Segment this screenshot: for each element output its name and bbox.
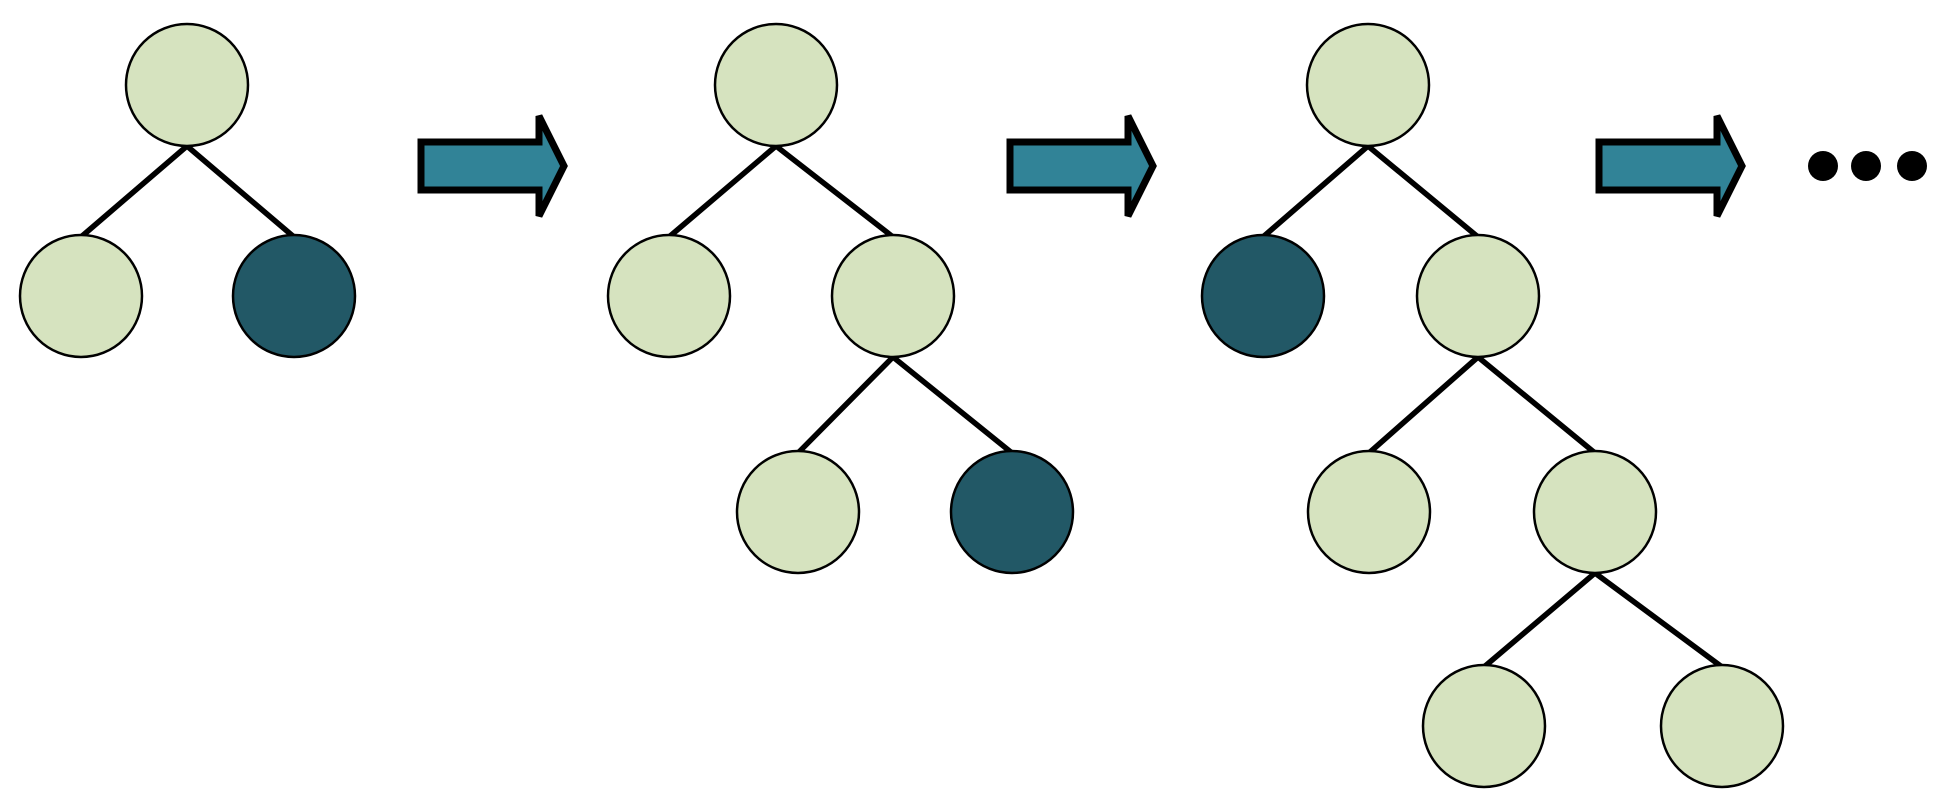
ellipsis-dot — [1851, 151, 1881, 181]
right-arrow-icon — [417, 114, 568, 218]
ellipsis-icon — [1808, 151, 1927, 181]
nodes-layer — [18, 22, 1785, 789]
tree-edge — [666, 143, 779, 240]
tree-node — [735, 449, 861, 575]
tree-edge — [1260, 143, 1371, 240]
tree-edge — [1366, 354, 1481, 456]
ellipsis-dot — [1897, 151, 1927, 181]
tree-node — [1532, 449, 1658, 575]
tree-edge — [1481, 570, 1598, 670]
tree-node — [713, 22, 839, 148]
tree-node — [1415, 233, 1541, 359]
edges-layer — [78, 143, 1725, 670]
ellipsis-dot — [1808, 151, 1838, 181]
tree-edge — [773, 143, 896, 240]
right-arrow-icon — [1006, 114, 1157, 218]
tree-edge — [795, 354, 896, 456]
right-arrow-icon — [1595, 114, 1746, 218]
tree-edge — [1365, 143, 1481, 240]
tree-node — [606, 233, 732, 359]
tree-edge — [1592, 570, 1725, 670]
tree-node-highlighted — [1200, 233, 1326, 359]
tree-node — [1305, 22, 1431, 148]
tree-node — [830, 233, 956, 359]
arrows-layer — [417, 114, 1746, 218]
tree-node-highlighted — [231, 233, 357, 359]
tree-node-highlighted — [949, 449, 1075, 575]
tree-node — [1421, 663, 1547, 789]
tree-node — [1306, 449, 1432, 575]
tree-node — [18, 233, 144, 359]
tree-edge — [78, 143, 190, 240]
tree-edge — [184, 143, 297, 240]
tree-node — [124, 22, 250, 148]
tree-node — [1659, 663, 1785, 789]
tree-edge — [890, 354, 1015, 456]
tree-edge — [1475, 354, 1598, 456]
